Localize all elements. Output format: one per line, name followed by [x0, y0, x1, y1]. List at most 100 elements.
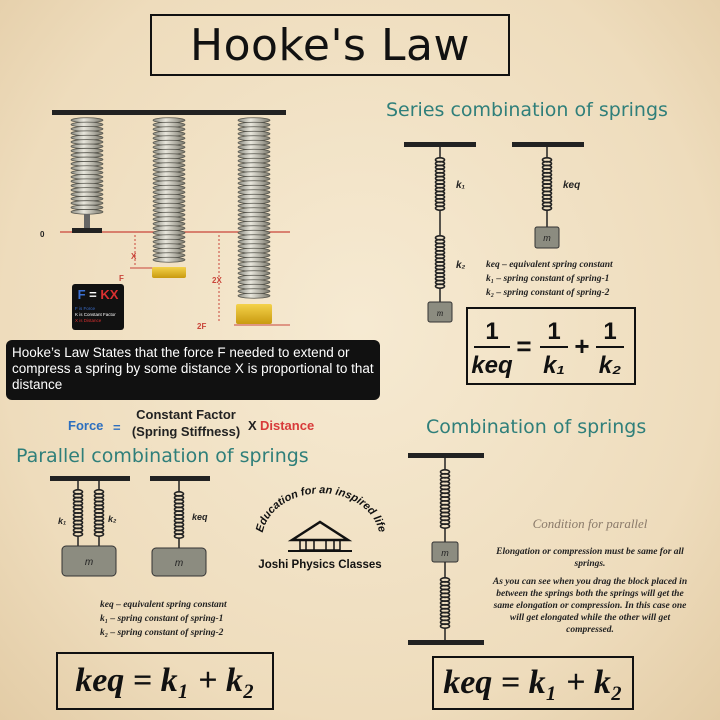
series-ceiling-2: [512, 142, 584, 147]
parallel-legend-k2: k₂ – spring constant of spring-2: [100, 628, 224, 638]
logo-arc-text: Education for an inspired life: [254, 484, 388, 533]
eq-lhs-den: keq: [471, 352, 513, 379]
parallel-equation-box: keq = k₁ + k₂: [56, 652, 274, 710]
f-label: F: [119, 274, 124, 283]
parallel-k2-label: k₂: [108, 514, 117, 524]
parallel-legend-k1: k₁ – spring constant of spring-1: [100, 614, 224, 624]
spring-relaxed-base: [72, 228, 102, 233]
eq-t1-num: 1: [547, 318, 560, 345]
combination-mass-label: m: [441, 548, 449, 558]
eq-t2-num: 1: [603, 318, 616, 345]
series-ceiling-1: [404, 142, 476, 147]
parallel-mass-label-1: m: [85, 557, 93, 568]
parallel-equation: keq = k₁ + k₂: [75, 662, 255, 699]
eq-plus: +: [574, 331, 589, 361]
spring-coil: [70, 209, 104, 215]
parallel-legend: keq – equivalent spring constant k₁ – sp…: [100, 598, 227, 640]
spring-coil: [541, 205, 553, 211]
logo-building-icon: [287, 520, 353, 552]
series-legend: keq – equivalent spring constant k₁ – sp…: [486, 258, 613, 300]
combination-diagram: m: [408, 453, 484, 645]
logo-name: Joshi Physics Classes: [258, 559, 381, 571]
eq-t2-den: k₂: [599, 352, 622, 379]
series-mass-1: [427, 301, 453, 323]
condition-para-2: As you can see when you drag the block p…: [492, 577, 688, 635]
spring-coil: [439, 623, 451, 629]
spring-coil: [434, 205, 446, 211]
weight-2f: [236, 304, 272, 324]
parallel-spring-1: [72, 481, 84, 546]
series-legend-k1: k₁ – spring constant of spring-1: [486, 274, 610, 284]
combination-top-bar: [408, 453, 484, 458]
spring-coil: [439, 523, 451, 529]
parallel-k1-label: k₁: [58, 516, 66, 526]
combination-title: Combination of springs: [426, 416, 647, 438]
parallel-keq-label: keq: [192, 512, 208, 522]
series-equivalent-spring: [541, 157, 553, 211]
constant-factor: Constant Factor (Spring Stiffness): [126, 406, 246, 440]
spring-relaxed: [70, 117, 104, 228]
series-title: Series combination of springs: [386, 99, 668, 121]
definition-box: Hooke’s Law States that the force F need…: [6, 340, 380, 400]
joshi-logo: Education for an inspired life Joshi Phy…: [254, 484, 388, 571]
spring-hook: [84, 214, 90, 228]
parallel-legend-keq: keq – equivalent spring constant: [100, 600, 227, 610]
condition-para-1: Elongation or compression must be same f…: [496, 547, 684, 569]
x-label: X: [131, 252, 137, 261]
eq-equals: =: [516, 331, 531, 361]
spring-stretched-2x: [237, 117, 271, 299]
spring-coil: [237, 292, 271, 299]
combination-spring-top: [439, 469, 451, 529]
two-f-label: 2F: [197, 322, 206, 331]
series-spring-2: [434, 235, 446, 289]
force-word: Force: [68, 418, 104, 433]
page-title: Hooke's Law: [190, 19, 470, 71]
eq-lhs-num: 1: [485, 318, 498, 345]
series-legend-k2: k₂ – spring constant of spring-2: [486, 288, 610, 298]
zero-label: 0: [40, 230, 45, 239]
spring-coil: [93, 531, 105, 537]
condition-title: Condition for parallel: [532, 516, 648, 531]
parallel-diagram: m k₁ k₂ m keq: [50, 476, 210, 577]
series-legend-keq: keq – equivalent spring constant: [486, 260, 613, 270]
spring-coil: [173, 533, 185, 539]
parallel-mass-1: [61, 545, 117, 577]
formula-times: X: [248, 418, 257, 433]
factor-line-1: Constant Factor: [136, 407, 236, 422]
combination-spring-bottom: [439, 577, 451, 629]
legend-line-x: X is Distance: [75, 318, 102, 323]
factor-line-2: (Spring Stiffness): [131, 424, 241, 439]
spring-stretched-x: [152, 117, 186, 263]
combination-bottom-bar: [408, 640, 484, 645]
series-k1-label: k₁: [456, 180, 466, 191]
series-keq-label: keq: [563, 180, 580, 191]
formula-equals: =: [113, 420, 121, 435]
combination-equation-box: keq = k₁ + k₂: [432, 656, 634, 710]
series-equation: 1 keq = 1 k₁ + 1 k₂: [471, 318, 624, 379]
distance-word: Distance: [260, 418, 315, 433]
series-mass-label-2: m: [543, 233, 551, 243]
series-mass-label-1: m: [437, 308, 444, 318]
parallel-mass-label-2: m: [175, 558, 183, 569]
spring-coil: [152, 256, 186, 263]
spring-coil: [434, 283, 446, 289]
condition-text: Elongation or compression must be same f…: [490, 546, 690, 642]
spring-coil: [72, 531, 84, 537]
formula-legend-box: F = KX F is Force K is Constant Factor X…: [72, 284, 124, 330]
eq-t1-den: k₁: [543, 352, 565, 379]
legend-line-force: F is Force: [75, 306, 96, 311]
parallel-equivalent-spring: [173, 481, 185, 548]
title-box: Hooke's Law: [150, 14, 510, 76]
parallel-mass-2: [151, 547, 207, 577]
parallel-ceiling-2: [150, 476, 210, 481]
hooke-diagram: 0 X F 2X 2F: [40, 110, 290, 331]
legend-line-k: K is Constant Factor: [75, 312, 116, 317]
series-diagram: m k₁ k₂ m keq: [404, 142, 584, 323]
series-spring-1: [434, 157, 446, 211]
series-mass-2: [534, 226, 560, 249]
series-k2-label: k₂: [456, 260, 466, 271]
two-x-label: 2X: [212, 276, 222, 285]
combination-equation: keq = k₁ + k₂: [443, 664, 623, 701]
